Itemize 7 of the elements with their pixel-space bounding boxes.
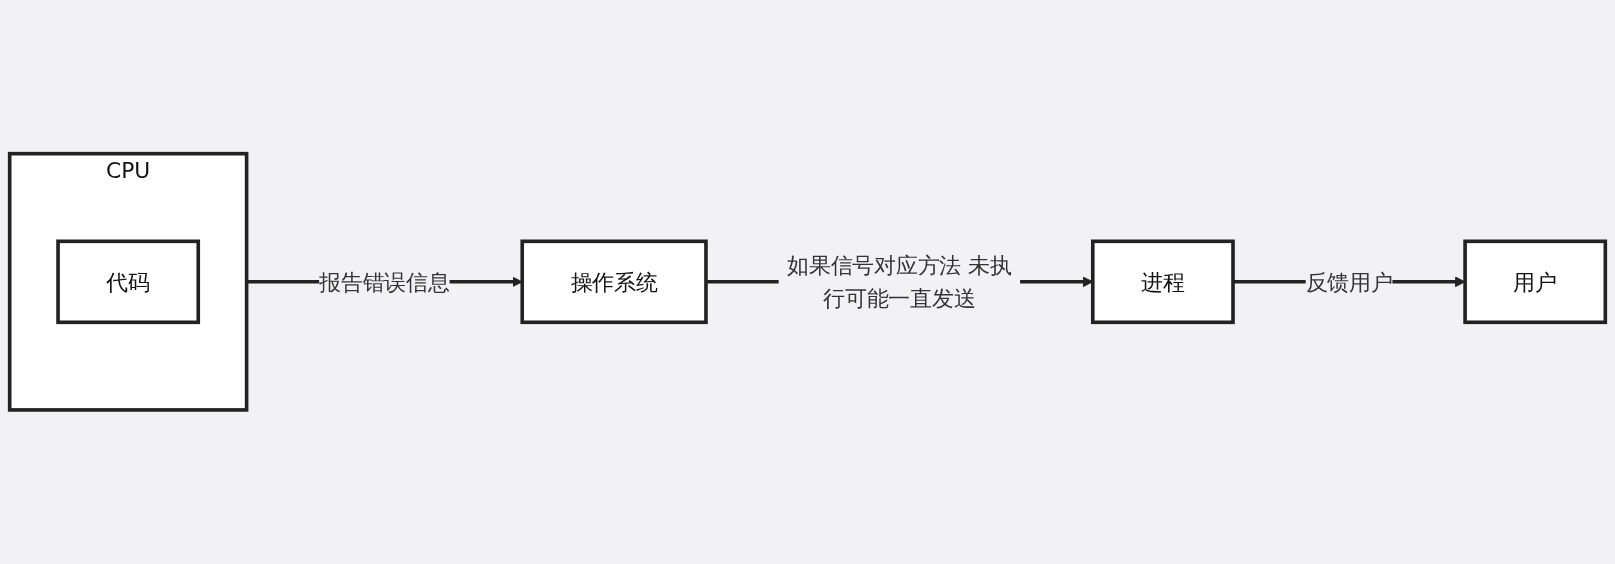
node-box: 操作系统 — [520, 239, 708, 325]
edge-label: 如果信号对应方法 未执行可能一直发送 — [787, 252, 1012, 311]
node-box: 代码 — [56, 239, 201, 325]
edge-label: 报告错误信息 — [319, 269, 450, 295]
edge-label: 反馈用户 — [1305, 269, 1393, 295]
node-box: 用户 — [1463, 239, 1608, 325]
node-box: 进程 — [1090, 239, 1235, 325]
